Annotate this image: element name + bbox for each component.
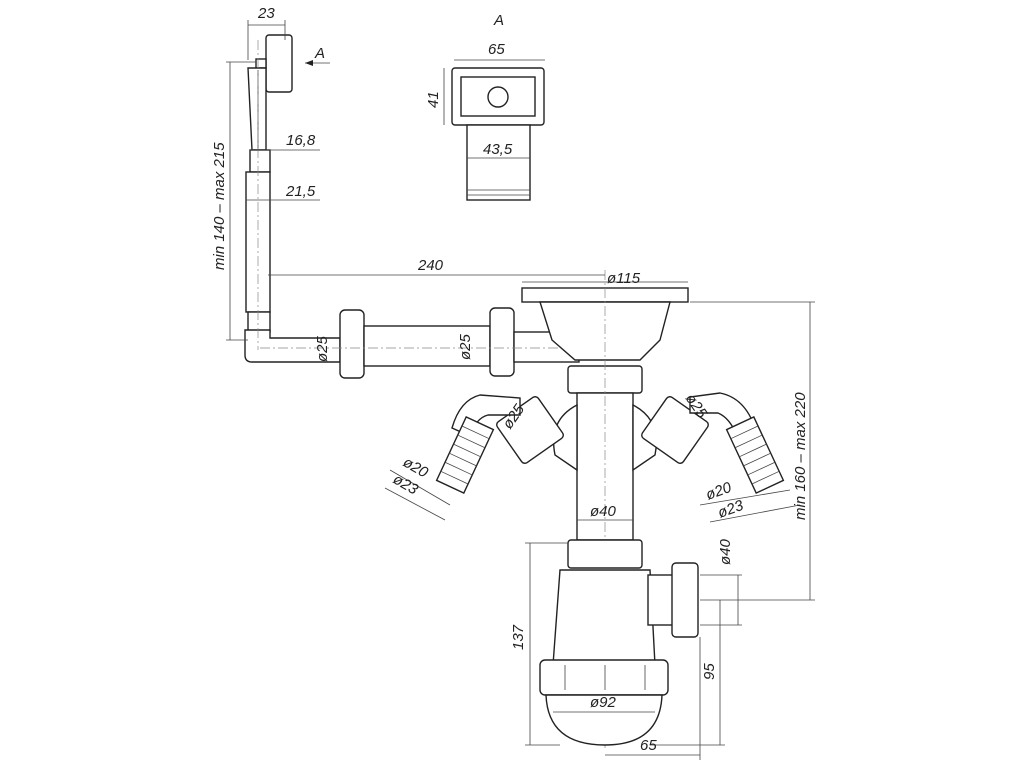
dimension-lines bbox=[226, 20, 815, 760]
dim-right-branch-d23: ø23 bbox=[716, 497, 747, 522]
view-arrow-label: A bbox=[314, 45, 325, 62]
dim-overflow-height: min 140 – max 215 bbox=[211, 142, 228, 270]
dim-23: 23 bbox=[257, 5, 275, 22]
dim-trap-offset: 65 bbox=[640, 737, 657, 754]
dim-pipe-d25-left: ø25 bbox=[314, 335, 331, 362]
dim-trap-height: 137 bbox=[510, 624, 527, 650]
dim-pipe-d25-right: ø25 bbox=[457, 333, 474, 360]
view-a bbox=[451, 67, 545, 201]
dim-trap-height-range: min 160 – max 220 bbox=[792, 392, 809, 520]
bottle-trap bbox=[539, 539, 699, 746]
dim-trap-diameter: ø92 bbox=[590, 694, 617, 711]
overflow-assembly bbox=[244, 34, 341, 363]
dim-main-pipe: ø40 bbox=[590, 503, 617, 520]
left-branch bbox=[435, 394, 578, 494]
dim-view-a-height: 41 bbox=[425, 91, 442, 108]
dim-16-8: 16,8 bbox=[286, 132, 316, 149]
dim-outlet: ø40 bbox=[717, 538, 734, 565]
view-a-title: A bbox=[493, 12, 504, 29]
horizontal-pipe bbox=[260, 307, 610, 379]
dim-view-a-width: 65 bbox=[488, 41, 505, 58]
dim-view-a-pipe: 43,5 bbox=[483, 141, 513, 158]
dim-basket-diameter: ø115 bbox=[607, 270, 641, 287]
dim-240: 240 bbox=[417, 257, 444, 274]
basket-strainer bbox=[521, 270, 689, 750]
dim-21-5: 21,5 bbox=[285, 183, 316, 200]
dim-outlet-height: 95 bbox=[701, 663, 718, 680]
right-branch bbox=[632, 392, 785, 494]
